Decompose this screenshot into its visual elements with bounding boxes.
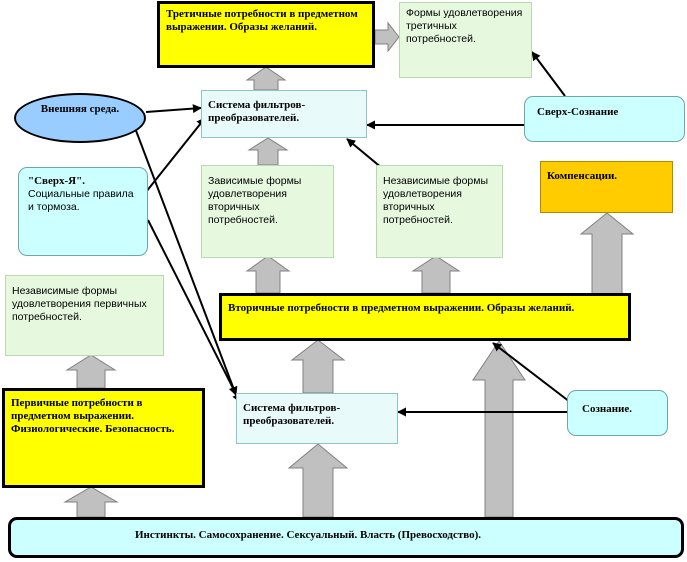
block-arrow-instincts-to-filter: [287, 443, 349, 518]
tertiary-needs-text: Третичные потребности в предметном выраж…: [166, 8, 358, 33]
filter-bottom-text: Система фильтров-преобразователей.: [243, 402, 341, 427]
consciousness-box: Сознание.: [567, 390, 668, 436]
arrow-external-to-filter-bottom: [131, 119, 238, 396]
independent-primary-forms-text: Независимые формы удовлетворения первичн…: [12, 285, 147, 323]
external-env-ellipse: Внешняя среда.: [14, 93, 146, 143]
super-ego-text: Социальные правила и тормоза.: [28, 188, 134, 213]
consciousness-text: Сознание.: [582, 403, 633, 415]
primary-needs-text: Первичные потребности в предметном выраж…: [11, 397, 175, 435]
super-consciousness-text: Сверх-Сознание: [537, 106, 619, 118]
block-arrow-instincts-to-primary: [63, 486, 119, 518]
secondary-needs-box: Вторичные потребности в предметном выраж…: [219, 293, 631, 341]
primary-needs-box: Первичные потребности в предметном выраж…: [2, 388, 205, 488]
compensation-box: Компенсации.: [540, 161, 673, 213]
block-arrow-instincts-to-secondary: [472, 340, 526, 518]
block-arrow-secondary-to-dependent: [245, 255, 291, 294]
block-arrow-secondary-to-independent: [411, 255, 461, 294]
filter-top-box: Система фильтров-преобразователей.: [201, 90, 367, 138]
instincts-box: Инстинкты. Самосохранение. Сексуальный. …: [8, 517, 684, 558]
tertiary-forms-text: Формы удовлетворения третичных потребнос…: [406, 7, 523, 45]
arrow-consciousness-to-secondary: [492, 342, 571, 403]
compensation-text: Компенсации.: [547, 170, 618, 182]
tertiary-needs-box: Третичные потребности в предметном выраж…: [157, 1, 375, 68]
external-env-text: Внешняя среда.: [40, 103, 120, 115]
block-arrow-filter-to-secondary: [290, 339, 346, 394]
block-arrow-dependent-to-filter: [247, 137, 289, 166]
block-arrow-filter-to-tertiary: [245, 66, 287, 91]
block-arrow-tertiary-to-forms: [374, 21, 400, 53]
filter-bottom-box: Система фильтров-преобразователей.: [236, 393, 398, 444]
arrow-external-to-filter-top: [145, 104, 202, 114]
arrow-superconsciousness-to-tertiary-forms: [531, 51, 566, 97]
filter-top-text: Система фильтров-преобразователей.: [208, 99, 306, 124]
super-ego-title: "Сверх-Я".: [28, 175, 85, 187]
super-consciousness-box: Сверх-Сознание: [524, 96, 685, 142]
instincts-text: Инстинкты. Самосохранение. Сексуальный. …: [135, 529, 482, 541]
arrow-superego-to-filter-top: [145, 117, 206, 193]
secondary-needs-text: Вторичные потребности в предметном выраж…: [228, 302, 575, 314]
independent-secondary-forms-text: Независимые формы удовлетворения вторичн…: [383, 175, 489, 226]
block-arrow-primary-to-forms: [65, 354, 117, 389]
dependent-forms-text: Зависимые формы удовлетворения вторичных…: [208, 175, 302, 226]
independent-secondary-forms-box: Независимые формы удовлетворения вторичн…: [376, 165, 503, 258]
super-ego-box: "Сверх-Я". Социальные правила и тормоза.: [18, 167, 148, 256]
block-arrow-secondary-to-compensation: [579, 212, 635, 297]
dependent-forms-box: Зависимые формы удовлетворения вторичных…: [201, 165, 334, 258]
independent-primary-forms-box: Независимые формы удовлетворения первичн…: [5, 275, 164, 356]
arrow-superego-to-filter-bottom: [147, 219, 241, 403]
tertiary-forms-box: Формы удовлетворения третичных потребнос…: [399, 2, 532, 78]
